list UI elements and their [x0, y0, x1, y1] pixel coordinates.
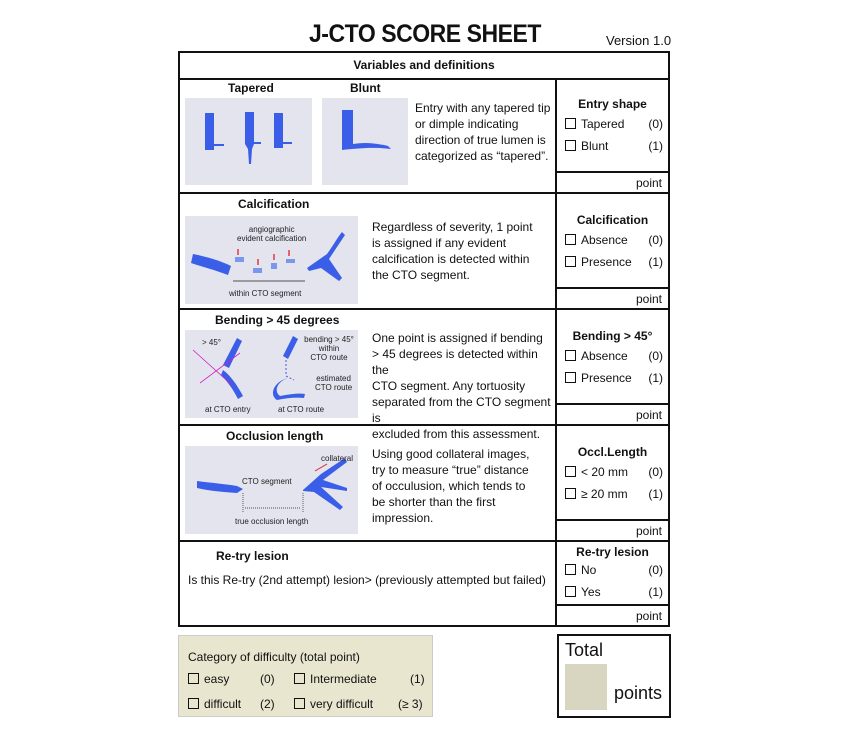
option-blunt[interactable]: Blunt(1)	[565, 139, 663, 153]
tapered-image	[185, 98, 312, 185]
category-very-difficult[interactable]: very difficult	[294, 697, 373, 711]
description: One point is assigned if bending> 45 deg…	[372, 331, 551, 441]
table-header: Variables and definitions	[180, 53, 668, 80]
checkbox[interactable]	[565, 372, 576, 383]
option-no[interactable]: No(0)	[565, 563, 663, 577]
category-easy[interactable]: easy	[188, 672, 229, 686]
score-title: Calcification	[576, 213, 649, 227]
difficulty-category-box: Category of difficulty (total point) eas…	[178, 635, 433, 717]
point-field[interactable]: point	[557, 287, 668, 308]
checkbox[interactable]	[565, 234, 576, 245]
category-difficult[interactable]: difficult	[188, 697, 241, 711]
subtitle-tapered: Tapered	[228, 81, 274, 95]
checkbox[interactable]	[188, 673, 199, 684]
row-occlusion-length: Occlusion length collateral CTO segment …	[180, 426, 668, 542]
subtitle-occlusion: Occlusion length	[226, 429, 324, 443]
score-title: Occl.Length	[577, 445, 648, 459]
total-unit: points	[614, 683, 663, 703]
point-field[interactable]: point	[557, 403, 668, 424]
version-label: Version 1.0	[606, 33, 672, 48]
checkbox[interactable]	[294, 698, 305, 709]
total-input[interactable]	[565, 664, 607, 710]
point-field[interactable]: point	[557, 604, 668, 625]
occlusion-image: collateral CTO segment true occlusion le…	[185, 446, 358, 534]
checkbox[interactable]	[565, 586, 576, 597]
checkbox[interactable]	[565, 350, 576, 361]
checkbox[interactable]	[565, 488, 576, 499]
total-box: Total points	[557, 634, 671, 718]
blunt-image	[322, 98, 408, 185]
option-absence[interactable]: Absence(0)	[565, 233, 663, 247]
checkbox[interactable]	[565, 256, 576, 267]
description: Using good collateral images,try to meas…	[372, 447, 530, 525]
option-gte-20mm[interactable]: ≥ 20 mm(1)	[565, 487, 663, 501]
subtitle-retry: Re-try lesion	[216, 549, 289, 563]
score-title: Bending > 45°	[572, 329, 653, 343]
row-bending: Bending > 45 degrees > 45° bending > 45°…	[180, 310, 668, 441]
category-title: Category of difficulty (total point)	[188, 650, 360, 664]
row-retry-lesion: Re-try lesion Is this Re-try (2nd attemp…	[180, 542, 668, 625]
subtitle-blunt: Blunt	[350, 81, 381, 95]
page-title: J-CTO SCORE SHEET	[308, 20, 542, 48]
option-less-20mm[interactable]: < 20 mm(0)	[565, 465, 663, 479]
option-presence[interactable]: Presence(1)	[565, 371, 663, 385]
checkbox[interactable]	[565, 118, 576, 129]
score-title: Entry shape	[578, 97, 647, 111]
checkbox[interactable]	[188, 698, 199, 709]
option-presence[interactable]: Presence(1)	[565, 255, 663, 269]
checkbox[interactable]	[565, 466, 576, 477]
total-title: Total	[565, 640, 604, 660]
point-field[interactable]: point	[557, 171, 668, 192]
score-table: Variables and definitions Tapered Blunt …	[178, 51, 670, 627]
category-intermediate[interactable]: Intermediate	[294, 672, 377, 686]
option-tapered[interactable]: Tapered(0)	[565, 117, 663, 131]
point-field[interactable]: point	[557, 519, 668, 540]
description: Is this Re-try (2nd attempt) lesion> (pr…	[188, 573, 546, 587]
checkbox[interactable]	[565, 564, 576, 575]
subtitle-bending: Bending > 45 degrees	[215, 313, 340, 327]
row-entry-shape: Tapered Blunt Entry with any tapered tip…	[180, 78, 668, 194]
checkbox[interactable]	[294, 673, 305, 684]
subtitle-calcification: Calcification	[238, 197, 310, 211]
score-title: Re-try lesion	[576, 545, 649, 559]
option-yes[interactable]: Yes(1)	[565, 585, 663, 599]
checkbox[interactable]	[565, 140, 576, 151]
option-absence[interactable]: Absence(0)	[565, 349, 663, 363]
